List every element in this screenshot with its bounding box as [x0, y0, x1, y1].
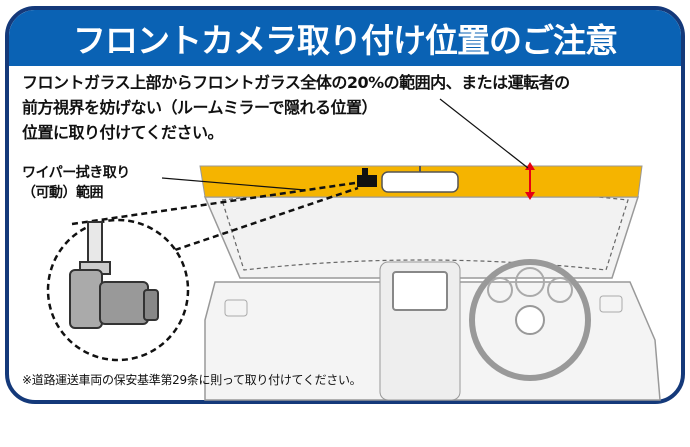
- rear-view-mirror: [381, 171, 459, 193]
- steering-wheel: [469, 259, 591, 381]
- leader-line: [439, 98, 529, 169]
- wiper-label-line: ワイパー拭き取り: [22, 165, 130, 181]
- camera-closeup-icon: [69, 221, 159, 329]
- navigation-screen: [392, 271, 448, 311]
- instruction-line: 前方視界を妨げない（ルームミラーで隠れる位置）: [22, 98, 378, 117]
- wiper-leader-line: [161, 177, 306, 191]
- page-title: フロントカメラ取り付け位置のご注意: [73, 21, 618, 60]
- instruction-line: フロントガラス上部からフロントガラス全体の20%の範囲内、または運転者の: [22, 73, 570, 92]
- wiper-label-line: （可動）範囲: [22, 185, 103, 201]
- header-bar: フロントカメラ取り付け位置のご注意: [9, 10, 681, 66]
- instruction-line: 位置に取り付けてください。: [22, 123, 224, 142]
- mounting-instructions: フロントガラス上部からフロントガラス全体の20%の範囲内、または運転者の 前方視…: [22, 70, 570, 145]
- wiper-range-label: ワイパー拭き取り （可動）範囲: [22, 163, 130, 203]
- regulation-footnote: ※道路運送車両の保安基準第29条に則って取り付けてください。: [22, 373, 362, 387]
- wiper-range-outline: [221, 188, 629, 271]
- camera-icon: [357, 175, 377, 187]
